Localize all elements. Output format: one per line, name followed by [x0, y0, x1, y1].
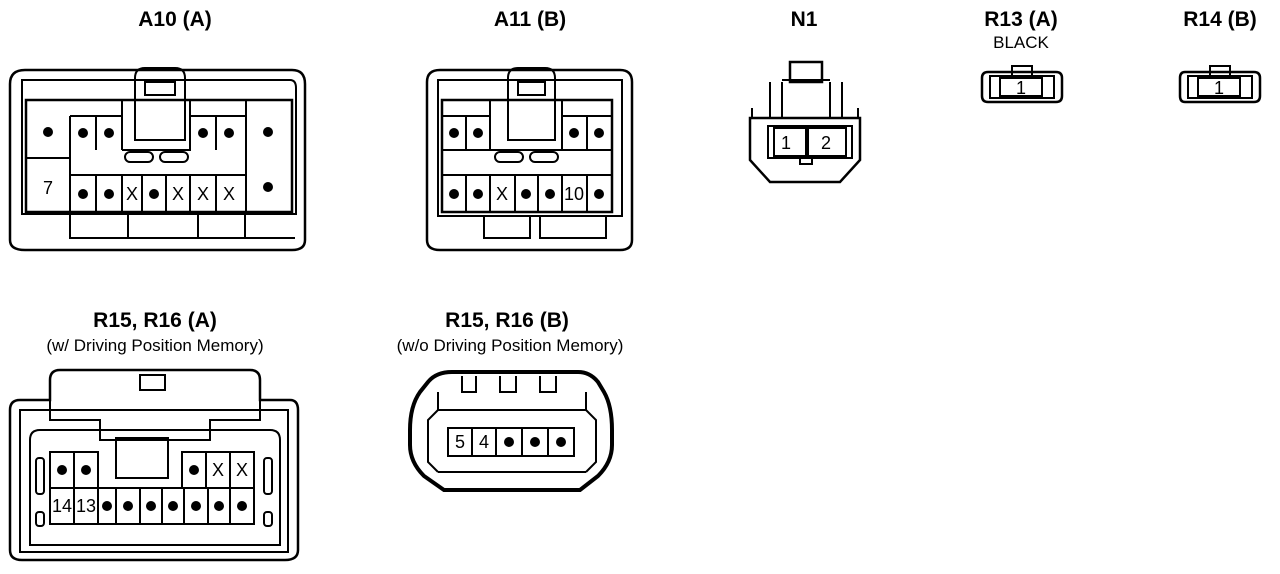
connector-subtitle-r15a: (w/ Driving Position Memory): [46, 336, 264, 355]
pin-dot: [104, 189, 114, 199]
connector-a10: [8, 67, 307, 252]
pin-number: 13: [76, 496, 96, 516]
pin-dot: [149, 189, 159, 199]
pin-dot: [449, 128, 459, 138]
connector-title-n1: N1: [790, 8, 818, 31]
connector-title-a11: A11 (B): [493, 8, 567, 31]
connector-title-r13: R13 (A): [984, 8, 1058, 31]
pin-dot: [78, 128, 88, 138]
pin-dot: [57, 465, 67, 475]
pin-number: 1: [781, 133, 791, 153]
connector-r15a: [8, 368, 300, 562]
connector-color-r13: BLACK: [993, 33, 1049, 52]
pin-dot: [102, 501, 112, 511]
pin-dot: [214, 501, 224, 511]
pin-dot: [556, 437, 566, 447]
pin-dot: [168, 501, 178, 511]
connector-title-a10: A10 (A): [138, 8, 212, 31]
pin-unused: X: [496, 184, 508, 204]
pin-dot: [545, 189, 555, 199]
pin-unused: X: [126, 184, 138, 204]
pin-unused: X: [172, 184, 184, 204]
pin-number: 1: [1214, 78, 1224, 98]
pin-dot: [81, 465, 91, 475]
connector-subtitle-r15b: (w/o Driving Position Memory): [396, 336, 624, 355]
pin-dot: [504, 437, 514, 447]
pin-dot: [594, 128, 604, 138]
pin-dot: [530, 437, 540, 447]
pin-dot: [473, 128, 483, 138]
connector-title-r15a: R15, R16 (A): [93, 309, 217, 332]
pin-unused: X: [212, 460, 224, 480]
pin-number: 2: [821, 133, 831, 153]
pin-dot: [189, 465, 199, 475]
pin-unused: X: [197, 184, 209, 204]
connector-title-r15b: R15, R16 (B): [445, 309, 569, 332]
pin-dot: [146, 501, 156, 511]
pin-dot: [191, 501, 201, 511]
connector-r15b: [408, 370, 614, 492]
pin-dot: [43, 127, 53, 137]
pin-dot: [237, 501, 247, 511]
pin-dot: [123, 501, 133, 511]
pin-dot: [569, 128, 579, 138]
pin-dot: [521, 189, 531, 199]
pin-unused: X: [236, 460, 248, 480]
pin-dot: [473, 189, 483, 199]
connector-title-r14: R14 (B): [1183, 8, 1257, 31]
pin-number: 7: [43, 178, 53, 198]
pin-dot: [594, 189, 604, 199]
connector-a11: [425, 67, 634, 252]
pin-dot: [263, 182, 273, 192]
pin-number: 4: [479, 432, 489, 452]
pin-dot: [449, 189, 459, 199]
pin-dot: [224, 128, 234, 138]
pin-number: 5: [455, 432, 465, 452]
pin-number: 10: [564, 184, 584, 204]
pin-dot: [263, 127, 273, 137]
pin-number: 14: [52, 496, 72, 516]
pin-number: 1: [1016, 78, 1026, 98]
pin-dot: [104, 128, 114, 138]
connector-r14: [1178, 65, 1262, 104]
connector-r13: [980, 65, 1064, 104]
pin-dot: [198, 128, 208, 138]
connector-n1: [748, 60, 862, 184]
pin-dot: [78, 189, 88, 199]
pin-unused: X: [223, 184, 235, 204]
